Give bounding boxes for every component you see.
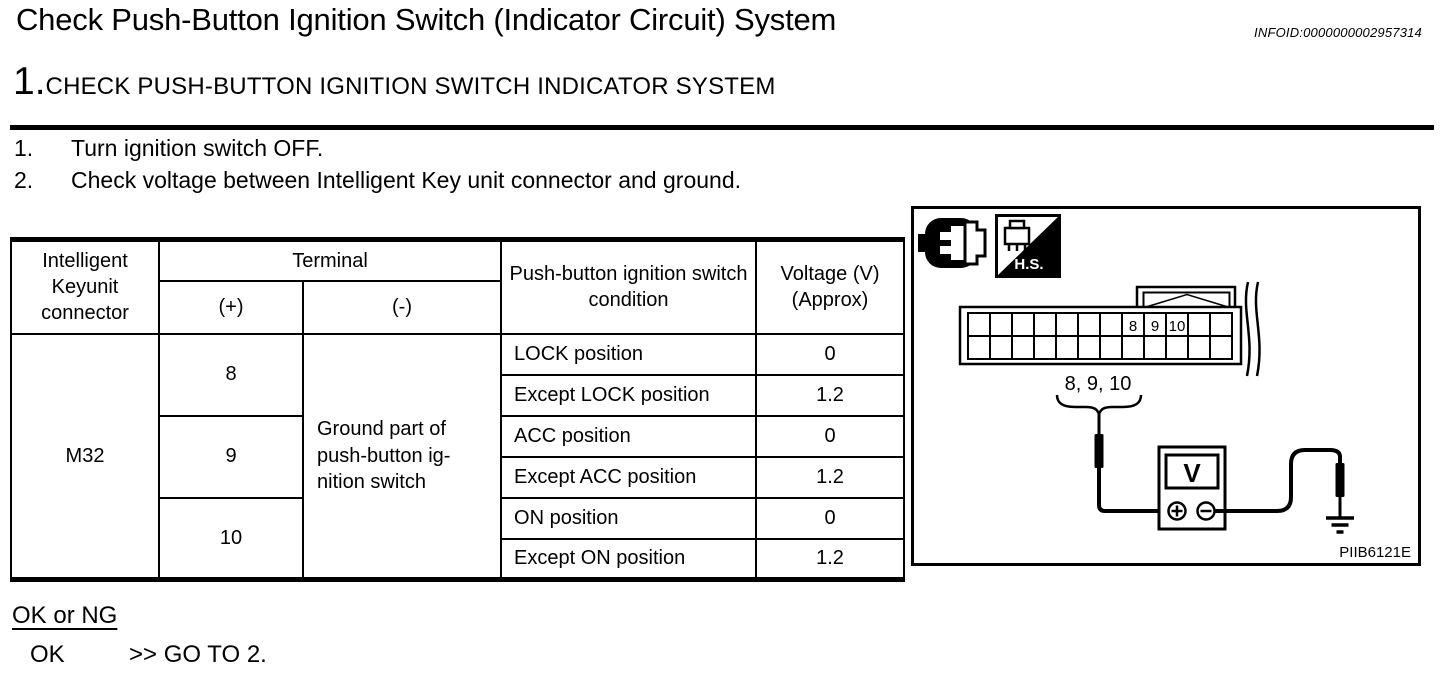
table-row: 10 ON position 0	[11, 496, 906, 581]
result-label: OK	[30, 641, 65, 668]
result-action: >> GO TO 2.	[129, 641, 267, 668]
connector-strip	[958, 305, 1243, 366]
condition-cell: ACC position	[500, 414, 758, 458]
section-divider	[10, 125, 1434, 130]
connector-check-diagram: H.S.	[911, 206, 1421, 566]
positive-probe	[1094, 434, 1104, 468]
voltage-table: Intelligent Keyunit connector Terminal P…	[10, 237, 906, 582]
col-header-minus: (-)	[301, 279, 503, 335]
connector-cell: M32	[10, 332, 160, 581]
figure-box: H.S.	[911, 206, 1421, 566]
instruction-number: 2.	[14, 167, 34, 193]
terminal-cell: 9	[158, 414, 304, 499]
instruction-number: 1.	[14, 135, 34, 161]
result-heading: OK or NG	[12, 602, 118, 629]
harness-side-icon: H.S.	[995, 214, 1061, 278]
voltmeter: V	[1157, 445, 1227, 531]
voltmeter-display: V	[1183, 458, 1201, 488]
instruction-text: Check voltage between Intelligent Key un…	[71, 167, 741, 193]
condition-cell: Except LOCK position	[500, 373, 758, 417]
infoid-label: INFOID:0000000002957314	[1254, 25, 1422, 40]
col-header-condition: Push-button ignition switch condition	[500, 238, 758, 335]
col-header-voltage: Voltage (V) (Approx)	[755, 238, 906, 335]
table-row: M32 8 Ground part of push-button ig-niti…	[10, 332, 906, 581]
col-header-connector: Intelligent Keyunit connector	[10, 238, 160, 335]
negative-lead-wire	[1214, 448, 1342, 513]
instruction-item: 1. Turn ignition switch OFF.	[14, 132, 741, 164]
step-heading: 1. CHECK PUSH-BUTTON IGNITION SWITCH IND…	[13, 60, 776, 104]
page-title: Check Push-Button Ignition Switch (Indic…	[16, 2, 837, 37]
pin-label: 8	[1129, 318, 1137, 335]
negative-probe	[1335, 463, 1345, 497]
table-row: Except ACC position 1.2	[11, 455, 906, 499]
step-number: 1.	[13, 60, 46, 103]
condition-cell: LOCK position	[500, 332, 758, 376]
step-title: CHECK PUSH-BUTTON IGNITION SWITCH INDICA…	[45, 73, 776, 100]
condition-cell: ON position	[500, 496, 758, 540]
ground-cell: Ground part of push-button ig-nition swi…	[301, 332, 503, 581]
table-row: Except ON position 1.2	[11, 537, 906, 581]
voltage-cell: 1.2	[755, 537, 906, 581]
hs-label: H.S.	[1014, 256, 1043, 273]
table-row: 9 ACC position 0	[11, 414, 906, 499]
ground-symbol	[1326, 516, 1354, 534]
figure-code: PIIB6121E	[1339, 544, 1411, 561]
connector-tab	[1135, 285, 1237, 311]
table-row: Except LOCK position 1.2	[11, 373, 906, 417]
positive-lead-wire	[1097, 466, 1168, 513]
instruction-list: 1. Turn ignition switch OFF. 2. Check vo…	[14, 132, 741, 196]
voltage-cell: 0	[755, 496, 906, 540]
col-header-terminal: Terminal	[157, 238, 503, 282]
voltage-cell: 1.2	[755, 373, 906, 417]
condition-cell: Except ON position	[500, 537, 758, 581]
pin-label: 10	[1169, 318, 1186, 335]
instruction-text: Turn ignition switch OFF.	[71, 135, 324, 161]
minus-terminal	[1196, 501, 1216, 521]
break-marks	[1244, 281, 1261, 377]
instruction-item: 2. Check voltage between Intelligent Key…	[14, 164, 741, 196]
terminal-cell: 8	[158, 332, 304, 417]
plus-terminal	[1167, 501, 1187, 521]
hs-connector-glyph	[1003, 219, 1031, 251]
pin-label: 9	[1151, 318, 1159, 335]
voltage-cell: 0	[755, 332, 906, 376]
disconnect-connector-icon	[918, 218, 987, 268]
voltage-cell: 1.2	[755, 455, 906, 499]
result-row: OK >> GO TO 2.	[30, 641, 267, 669]
brace-label: 8, 9, 10	[1065, 373, 1132, 395]
condition-cell: Except ACC position	[500, 455, 758, 499]
col-header-plus: (+)	[158, 279, 304, 335]
voltage-cell: 0	[755, 414, 906, 458]
terminal-cell: 10	[158, 496, 304, 581]
